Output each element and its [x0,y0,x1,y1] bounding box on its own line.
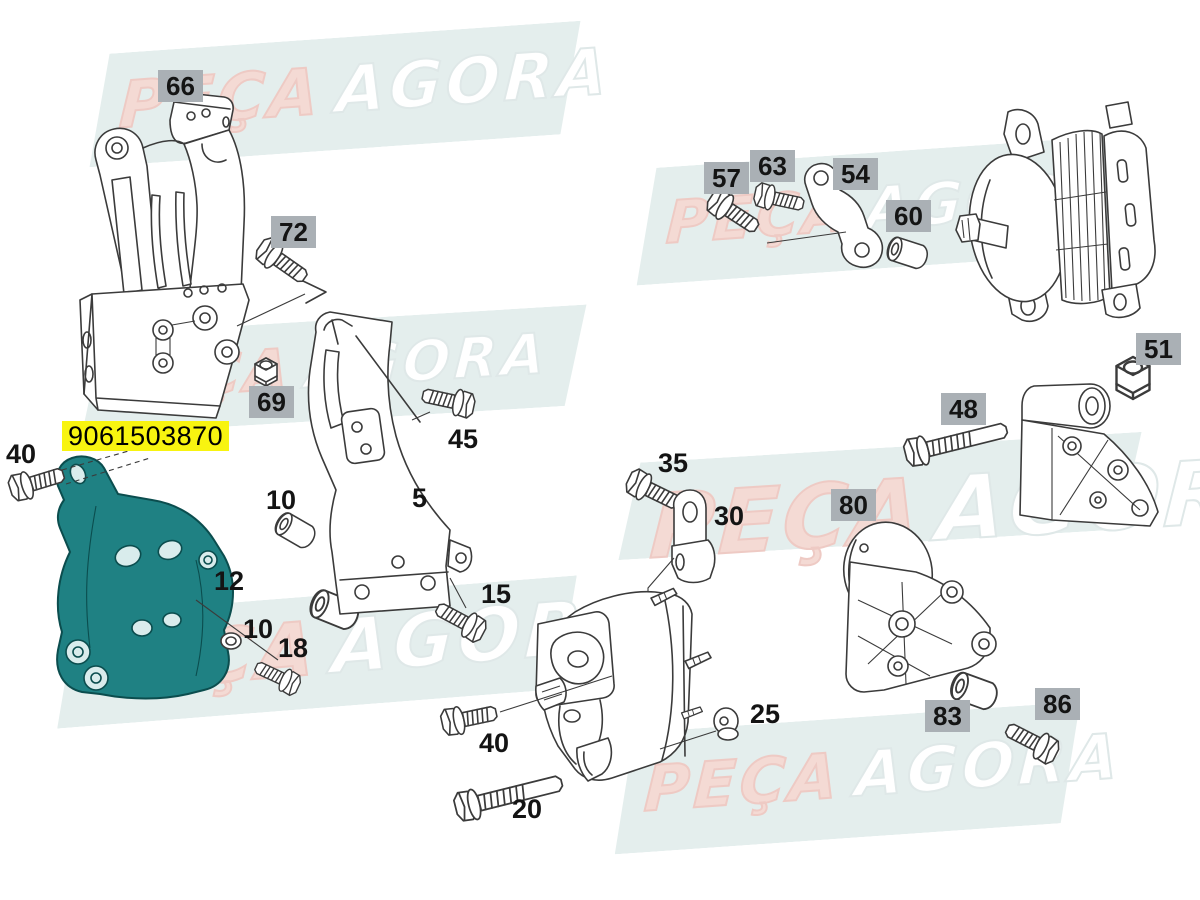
part-label-86: 86 [1035,688,1080,720]
part-label-20: 20 [512,794,543,824]
bracket-5 [307,311,473,615]
highlighted-part-number: 9061503870 [62,421,230,452]
part-label-18: 18 [278,633,309,663]
part-label-5: 5 [412,483,428,513]
part-66-bracket [79,92,250,419]
part-label-54: 54 [833,158,878,190]
part-label-25: 25 [750,699,781,729]
part-label-48: 48 [941,393,986,425]
part-label-72: 72 [271,216,316,248]
bolt-20 [451,766,567,825]
part-label-63: 63 [750,150,795,182]
bolt-72 [236,234,327,327]
part-label-45: 45 [448,424,479,454]
ring-10-lower [220,632,242,650]
alternator-front [499,587,714,782]
alternator-rear [955,101,1156,322]
part-label-40-left: 40 [6,439,37,469]
part-label-10-lower: 10 [243,614,274,644]
bracket-right [1019,383,1159,527]
part-label-12: 12 [214,566,245,596]
highlighted-bracket-9061503870 [55,455,279,700]
part-label-69: 69 [249,386,294,418]
bolt-86 [1000,715,1064,768]
part-label-35: 35 [658,448,689,478]
part-label-60: 60 [886,200,931,232]
part-label-80: 80 [831,489,876,521]
part-label-10-upper: 10 [266,485,297,515]
bushing-10-upper [271,509,320,552]
part-label-30: 30 [714,501,745,531]
part-label-66: 66 [158,70,203,102]
bushing-60 [883,234,931,272]
nut-69 [254,357,278,387]
bracket-80 [842,521,997,693]
part-label-83: 83 [925,700,970,732]
part-label-51: 51 [1136,333,1181,365]
bolt-45 [419,381,478,420]
bolt-63 [751,181,807,218]
part-label-57: 57 [704,162,749,194]
part-label-40-lower: 40 [479,728,510,758]
part-label-15: 15 [481,579,512,609]
